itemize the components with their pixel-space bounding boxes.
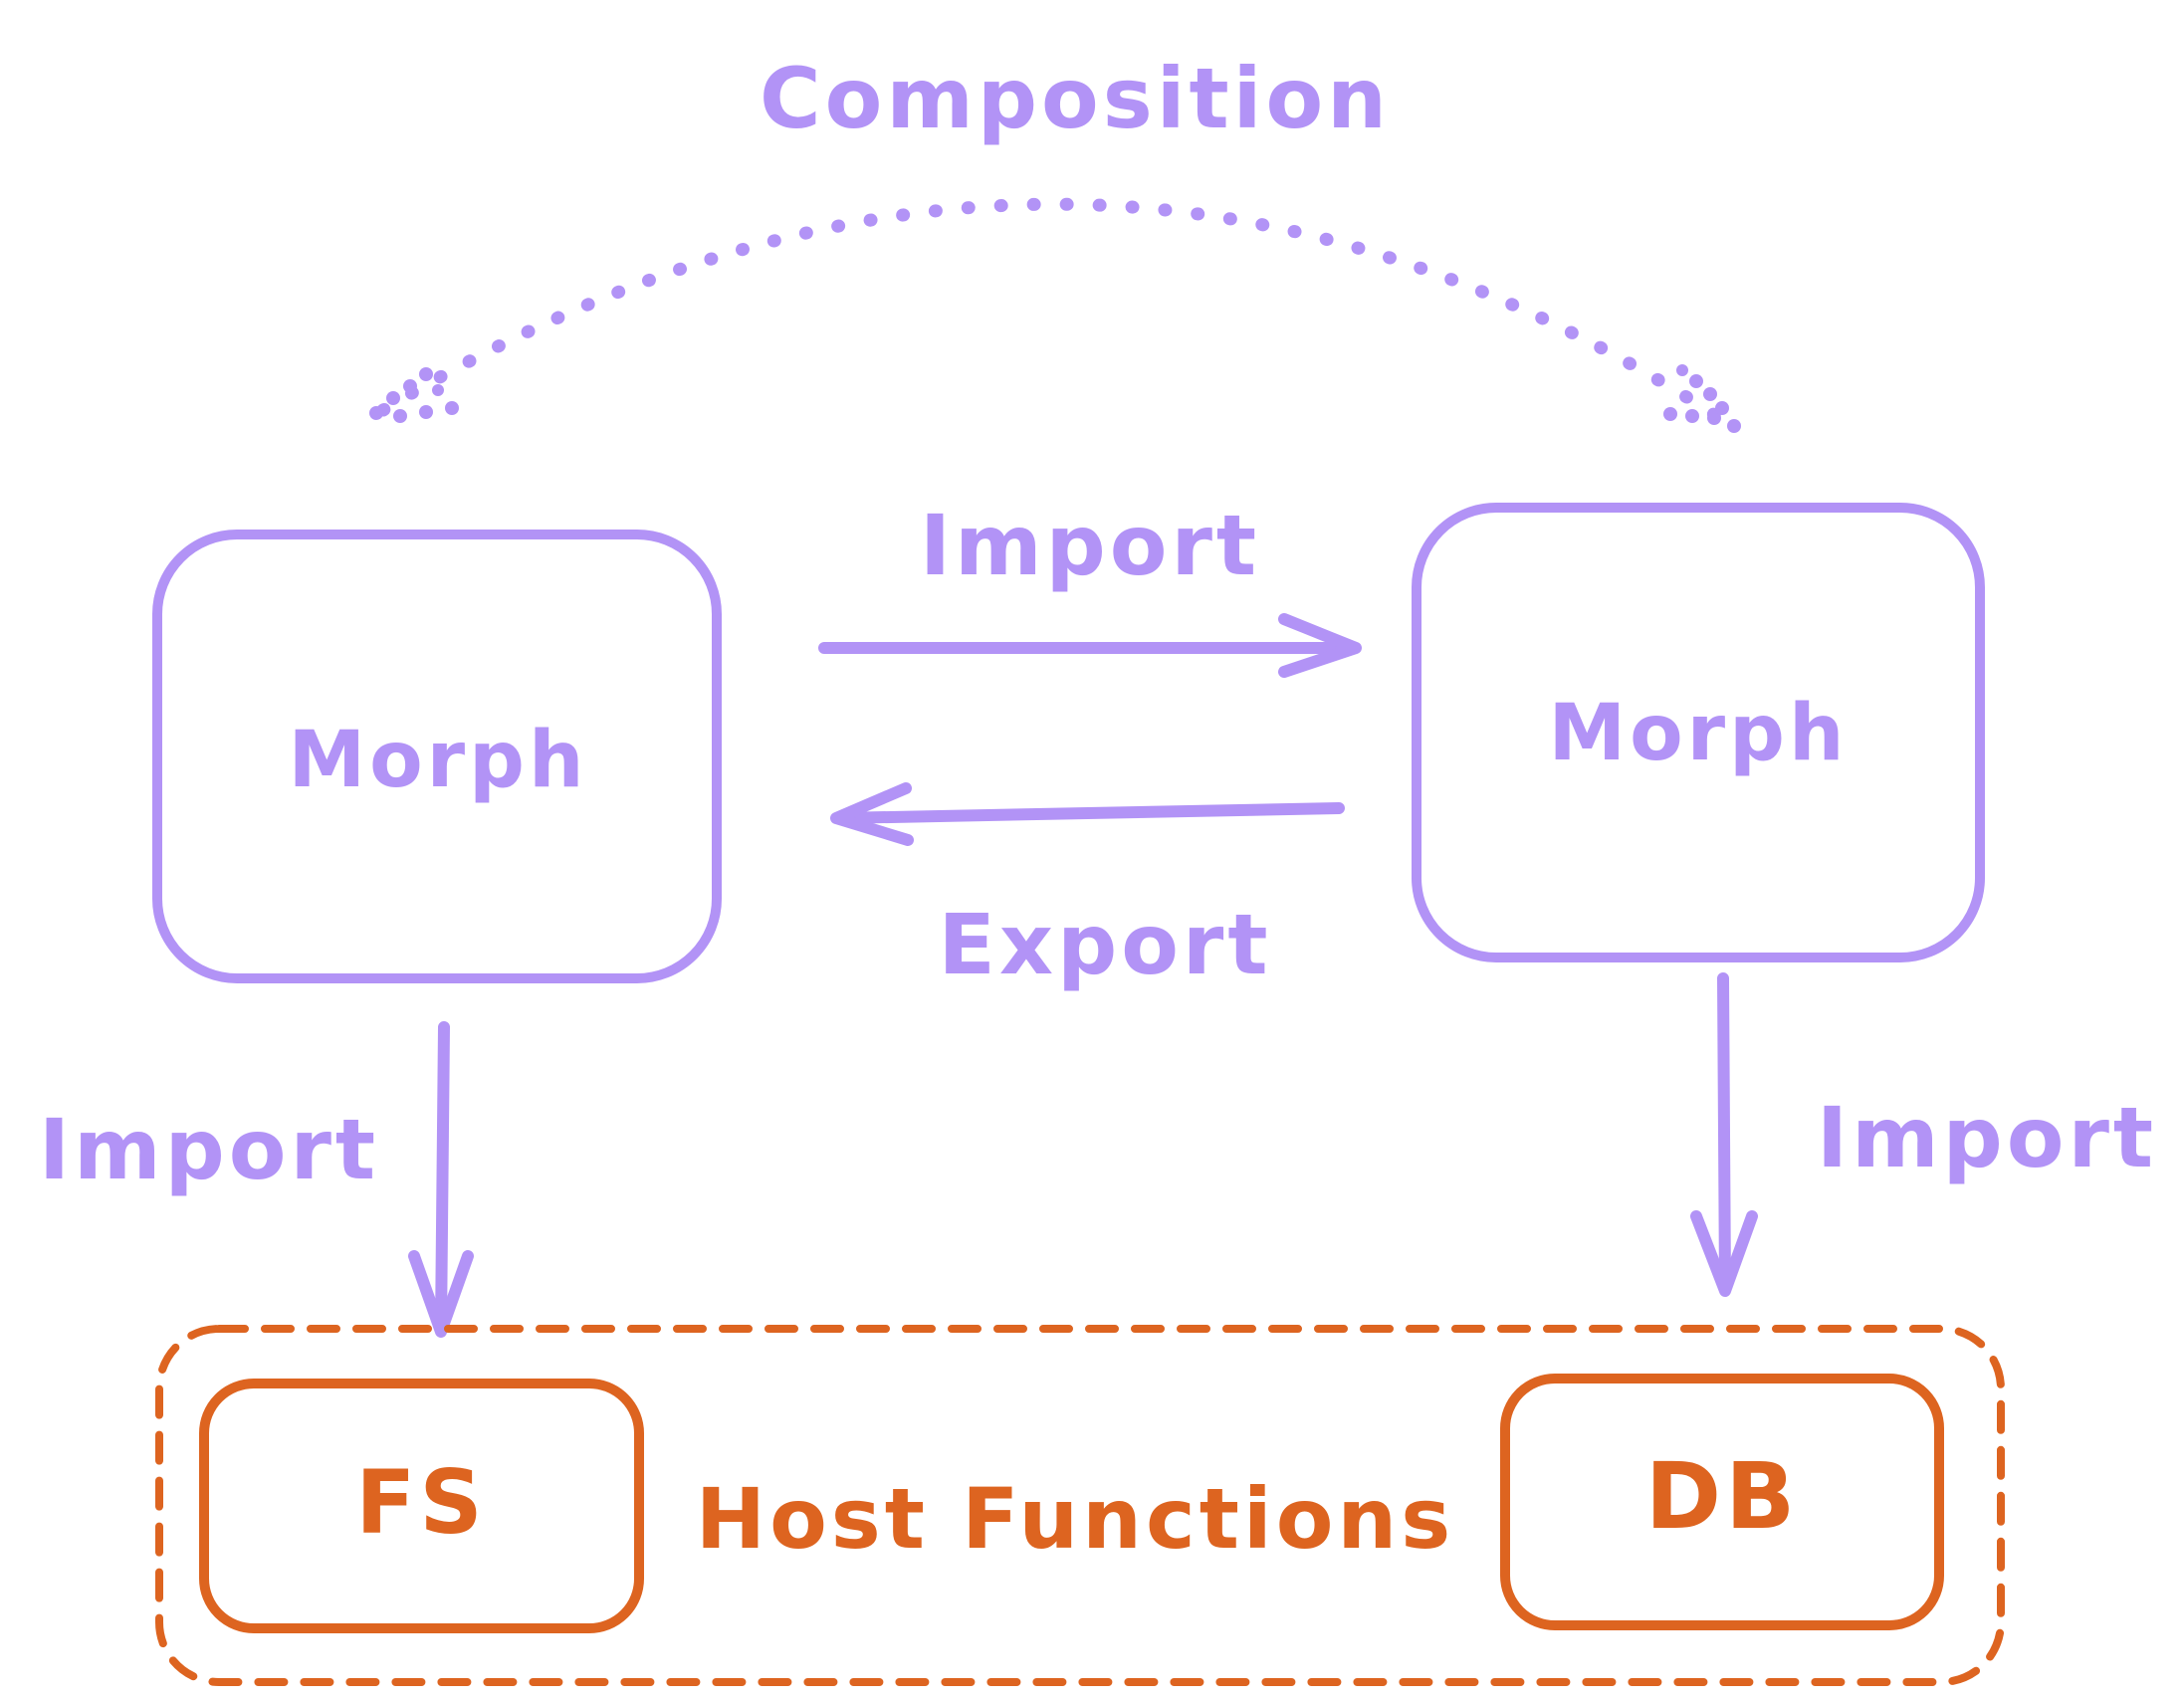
composition-arc bbox=[369, 197, 1741, 433]
import-arrowhead bbox=[1278, 613, 1362, 678]
composition-arc-path bbox=[376, 197, 1734, 430]
host-functions-label: Host Functions bbox=[696, 1470, 1454, 1568]
import-arrow-right-down: Import bbox=[1690, 972, 2157, 1297]
db-label: DB bbox=[1645, 1443, 1800, 1550]
import-arrow-left-down: Import bbox=[39, 1021, 474, 1338]
fs-label: FS bbox=[355, 1451, 487, 1554]
morph-right-box bbox=[1412, 503, 1985, 962]
import-arrow-horizontal: Import bbox=[818, 497, 1362, 678]
db-box-rect bbox=[1500, 1374, 1944, 1630]
composition-arrowhead-right bbox=[1663, 364, 1741, 433]
composition-label: Composition bbox=[760, 50, 1391, 147]
fs-box-rect bbox=[199, 1379, 644, 1633]
import-label-left: Import bbox=[39, 1101, 379, 1198]
import-right-arrowhead bbox=[1690, 1210, 1758, 1297]
host-functions-group: FS Host Functions DB bbox=[155, 1325, 2005, 1686]
host-functions-container bbox=[155, 1325, 2005, 1686]
import-left-line bbox=[435, 1021, 450, 1335]
morph-right: Morph bbox=[1412, 503, 1985, 962]
db-box: DB bbox=[1500, 1374, 1944, 1630]
morph-left: Morph bbox=[152, 530, 722, 983]
export-label: Export bbox=[939, 896, 1272, 993]
import-label-top: Import bbox=[920, 497, 1260, 594]
import-label-right: Import bbox=[1817, 1089, 2157, 1186]
export-arrowhead bbox=[830, 782, 914, 846]
export-arrow-line bbox=[832, 802, 1345, 824]
morph-left-label: Morph bbox=[288, 716, 587, 805]
export-arrow-horizontal: Export bbox=[830, 782, 1345, 993]
import-right-line bbox=[1717, 972, 1731, 1295]
morph-right-label: Morph bbox=[1548, 689, 1848, 778]
fs-box: FS bbox=[199, 1379, 644, 1633]
composition-arrowhead-left bbox=[369, 367, 459, 423]
morph-left-box bbox=[152, 530, 722, 983]
import-left-arrowhead bbox=[408, 1250, 474, 1338]
